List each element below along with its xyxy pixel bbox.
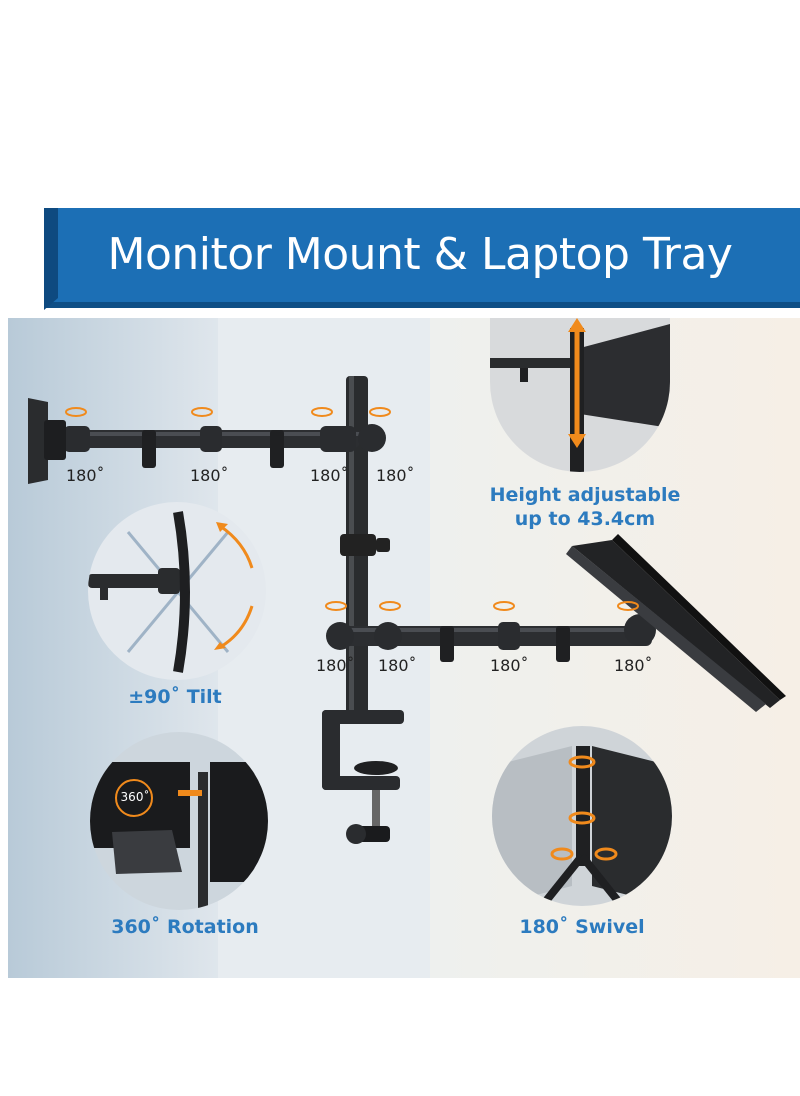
rotation-badge: 360˚ [120, 790, 150, 804]
top-arm-angle-3: 180˚ [310, 466, 349, 485]
swivel-detail-illustration [492, 746, 672, 906]
tilt-caption: ±90˚ Tilt [128, 686, 222, 708]
height-caption-line2: up to 43.4cm [514, 508, 656, 530]
rotation-caption: 360˚ Rotation [111, 916, 259, 938]
banner-fold-corner [44, 208, 104, 310]
rotation-detail-image: 360˚ [90, 732, 268, 910]
swivel-caption: 180˚ Swivel [519, 916, 645, 938]
height-detail-illustration [490, 318, 670, 472]
top-arm-angle-2: 180˚ [190, 466, 229, 485]
bottom-arm-angle-1: 180˚ [316, 656, 355, 675]
rotation-detail-illustration [90, 762, 268, 910]
bottom-arm-angle-3: 180˚ [490, 656, 529, 675]
title-banner [44, 208, 800, 306]
height-detail-image [490, 318, 670, 472]
title-banner-shadow [44, 302, 800, 308]
bottom-arm-angle-4: 180˚ [614, 656, 653, 675]
height-caption-line1: Height adjustable [489, 484, 681, 506]
banner-title: Monitor Mount & Laptop Tray [107, 229, 733, 280]
top-arm-angle-4: 180˚ [376, 466, 415, 485]
tilt-detail-image [88, 502, 266, 680]
swivel-detail-image [492, 726, 672, 906]
tilt-detail-illustration [88, 511, 254, 673]
bottom-arm-angle-2: 180˚ [378, 656, 417, 675]
top-arm-angle-1: 180˚ [66, 466, 105, 485]
